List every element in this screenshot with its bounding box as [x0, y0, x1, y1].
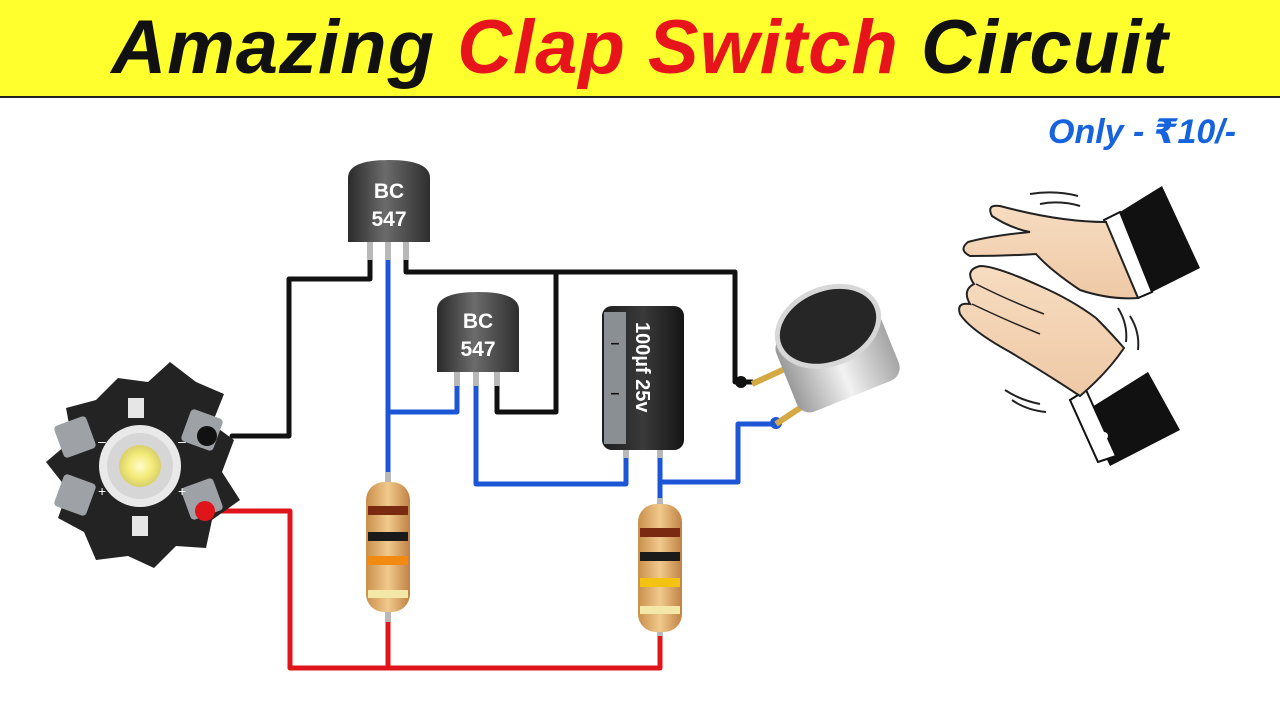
lower-hand	[958, 264, 1126, 398]
wire-t2-emitter-to-t1	[385, 380, 460, 415]
resistor-1	[366, 472, 410, 622]
r2-band-yellow	[640, 578, 680, 587]
led-plus-sign: +	[178, 483, 186, 499]
wire-led-positive-return	[202, 508, 391, 671]
motion-line	[1029, 191, 1079, 197]
r1-band-orange	[368, 556, 408, 565]
led-minus-sign: –	[178, 433, 186, 449]
r1-band-black	[368, 532, 408, 541]
led-anode-terminal	[195, 501, 215, 521]
t1-package	[348, 160, 430, 242]
wire-led-to-t1-emitter	[229, 255, 373, 439]
t2-label-line2: 547	[460, 338, 495, 361]
r2-band-brown	[640, 528, 680, 537]
finger-crease	[975, 283, 1045, 315]
r2-band-black	[640, 552, 680, 561]
transistor-bc547-2: BC 547	[437, 292, 519, 386]
resistor-2	[638, 498, 682, 636]
capacitor-100uf: – – 100µf 25v	[602, 306, 684, 458]
transistor-bc547-1: BC 547	[348, 160, 430, 260]
price-label: Only - ₹10/-	[1048, 113, 1237, 151]
page-title: Amazing Clap Switch Circuit	[111, 10, 1168, 86]
cap-minus-mark: –	[611, 335, 620, 352]
cap-stripe	[604, 312, 626, 444]
led-lead	[128, 398, 144, 418]
motion-line	[1039, 201, 1081, 207]
t1-lead	[385, 238, 391, 260]
t1-lead	[367, 238, 373, 260]
led-chip	[119, 445, 161, 487]
wire-t2-base-to-cap	[473, 380, 629, 487]
title-banner: Amazing Clap Switch Circuit	[0, 0, 1280, 98]
blue-wires	[385, 255, 779, 505]
title-part-amazing: Amazing	[111, 5, 458, 90]
t1-label-line1: BC	[374, 180, 404, 203]
t1-label-line2: 547	[371, 208, 406, 231]
upper-sleeve	[1120, 186, 1200, 292]
t2-label-line1: BC	[463, 310, 493, 333]
cuff-button	[1100, 432, 1108, 440]
led-lead	[132, 516, 148, 536]
r1-band-brown	[368, 506, 408, 515]
mic-face	[779, 288, 877, 364]
upper-hand	[962, 204, 1140, 300]
r1-band-gold	[368, 590, 408, 598]
t2-lead	[454, 364, 460, 386]
cap-label: 100µf 25v	[631, 322, 653, 413]
led-pad	[54, 474, 96, 516]
led-star-module: – – + +	[46, 362, 240, 568]
motion-line	[1129, 315, 1140, 351]
wire-t2-collector-to-junction	[494, 269, 559, 415]
condenser-microphone	[750, 283, 900, 427]
finger-crease	[971, 303, 1041, 335]
motion-line	[1117, 307, 1128, 343]
led-cathode-terminal	[197, 426, 217, 446]
led-minus-sign: –	[98, 433, 106, 449]
t2-package	[437, 292, 519, 372]
motion-line	[1011, 399, 1047, 413]
clapping-hands-icon	[958, 186, 1200, 466]
title-part-circuit: Circuit	[898, 5, 1169, 90]
led-plus-sign: +	[98, 483, 106, 499]
junction-dot-mic-black	[735, 376, 747, 388]
led-pad	[54, 416, 96, 458]
cap-minus-mark: –	[611, 385, 620, 402]
wire-junction-to-mic	[657, 421, 779, 485]
t1-lead	[403, 238, 409, 260]
title-part-clap-switch: Clap Switch	[457, 5, 899, 90]
red-wires	[202, 508, 663, 671]
t2-lead	[473, 364, 479, 386]
t2-lead	[494, 364, 500, 386]
wire-red-to-r2	[385, 629, 663, 671]
motion-line	[1004, 389, 1041, 405]
r2-band-gold	[640, 606, 680, 614]
